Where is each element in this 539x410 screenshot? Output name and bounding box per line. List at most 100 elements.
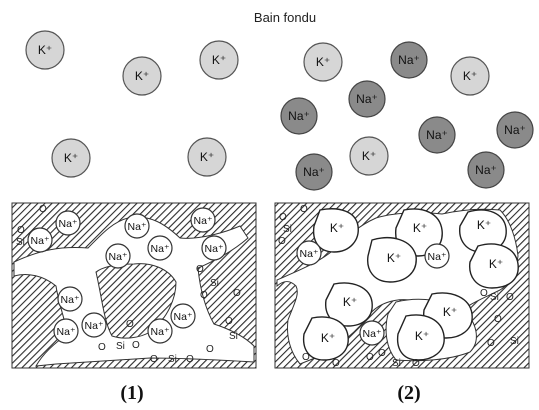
- na-ion: Na⁺: [27, 227, 53, 253]
- ion-label: Na⁺: [61, 294, 80, 306]
- silicon-label: Si: [229, 331, 238, 342]
- k-ion: K⁺: [187, 137, 227, 177]
- na-ion: Na⁺: [295, 153, 333, 191]
- na-ion: Na⁺: [496, 111, 534, 149]
- ion-label: Na⁺: [398, 53, 420, 67]
- ion-label: Na⁺: [174, 311, 193, 323]
- ion-label: K⁺: [415, 329, 429, 343]
- oxygen-label: O: [487, 338, 495, 349]
- k-ion: K⁺: [51, 138, 91, 178]
- ion-label: K⁺: [200, 150, 214, 164]
- k-ion: K⁺: [349, 136, 389, 176]
- oxygen-label: O: [378, 348, 386, 359]
- oxygen-label: O: [17, 225, 25, 236]
- silicon-label: Si: [510, 336, 519, 347]
- k-ion: K⁺: [469, 243, 519, 289]
- silicon-label: Si: [392, 358, 401, 369]
- ion-label: K⁺: [477, 218, 491, 232]
- ion-label: Na⁺: [194, 215, 213, 227]
- oxygen-label: O: [506, 292, 514, 303]
- oxygen-label: O: [150, 354, 158, 365]
- caption-2: (2): [397, 382, 420, 404]
- ion-label: K⁺: [362, 149, 376, 163]
- ion-label: K⁺: [38, 43, 52, 57]
- ion-label: Na⁺: [85, 320, 104, 332]
- ion-label: K⁺: [330, 221, 344, 235]
- ion-label: K⁺: [135, 69, 149, 83]
- k-ion: K⁺: [25, 30, 65, 70]
- oxygen-label: O: [196, 264, 204, 275]
- caption-1: (1): [120, 382, 143, 404]
- na-ion: Na⁺: [348, 80, 386, 118]
- na-ion: Na⁺: [424, 243, 450, 269]
- k-ion: K⁺: [302, 316, 349, 361]
- ion-label: K⁺: [316, 55, 330, 69]
- ion-label: Na⁺: [504, 123, 526, 137]
- silicon-label: Si: [168, 354, 177, 365]
- title: Bain fondu: [254, 10, 316, 25]
- glass-panel-2: K⁺ K⁺ K⁺ K⁺ K⁺ K⁺ K⁺ K⁺: [274, 202, 530, 369]
- silicon-label: Si: [210, 278, 219, 289]
- k-ion: K⁺: [303, 42, 343, 82]
- na-ion: Na⁺: [124, 213, 150, 239]
- na-ion: Na⁺: [170, 303, 196, 329]
- ion-label: K⁺: [212, 53, 226, 67]
- ion-label: Na⁺: [57, 326, 76, 338]
- melt-ions-left: K⁺ K⁺ K⁺ K⁺ K⁺: [25, 30, 239, 178]
- glass-panel-1: Na⁺ Na⁺ Na⁺ Na⁺ Na⁺ Na⁺ Na⁺ Na⁺ Na⁺ Na⁺ …: [11, 202, 257, 369]
- oxygen-silicon-labels: O O Si O Si O O O Si O O Si O O Si O O: [16, 204, 241, 365]
- ion-label: Na⁺: [303, 165, 325, 179]
- k-ion: K⁺: [312, 208, 359, 253]
- na-ion: Na⁺: [390, 41, 428, 79]
- na-ion: Na⁺: [57, 286, 83, 312]
- ion-label: Na⁺: [31, 235, 50, 247]
- oxygen-label: O: [366, 352, 374, 363]
- ion-label: Na⁺: [151, 243, 170, 255]
- oxygen-label: O: [332, 358, 340, 369]
- ion-label: Na⁺: [426, 128, 448, 142]
- oxygen-label: O: [480, 288, 488, 299]
- na-ion: Na⁺: [201, 235, 227, 261]
- k-ion: K⁺: [396, 314, 445, 361]
- ion-label: Na⁺: [128, 221, 147, 233]
- na-ion: Na⁺: [147, 235, 173, 261]
- k-ion: K⁺: [450, 56, 490, 96]
- ion-label: Na⁺: [59, 218, 78, 230]
- na-ion: Na⁺: [55, 210, 81, 236]
- ion-label: K⁺: [463, 69, 477, 83]
- silicon-label: Si: [490, 292, 499, 303]
- ion-label: Na⁺: [475, 163, 497, 177]
- oxygen-label: O: [278, 236, 286, 247]
- k-ion: K⁺: [122, 56, 162, 96]
- oxygen-label: O: [302, 352, 310, 363]
- na-ion: Na⁺: [147, 318, 173, 344]
- k-ion: K⁺: [199, 40, 239, 80]
- na-ion: Na⁺: [81, 312, 107, 338]
- oxygen-label: O: [233, 288, 241, 299]
- na-ion: Na⁺: [190, 207, 216, 233]
- silicon-label: Si: [283, 224, 292, 235]
- na-ion: Na⁺: [105, 243, 131, 269]
- melt-ions-right: K⁺ Na⁺ K⁺ Na⁺ Na⁺ Na⁺ Na⁺ K⁺: [280, 41, 534, 191]
- oxygen-label: O: [132, 340, 140, 351]
- ion-label: K⁺: [64, 151, 78, 165]
- ion-label: Na⁺: [300, 248, 319, 260]
- oxygen-label: O: [126, 319, 134, 330]
- oxygen-label: O: [39, 204, 47, 215]
- oxygen-label: O: [186, 354, 194, 365]
- oxygen-label: O: [494, 314, 502, 325]
- ion-label: Na⁺: [428, 251, 447, 263]
- na-ion: Na⁺: [296, 240, 322, 266]
- na-ion: Na⁺: [359, 320, 385, 346]
- oxygen-label: O: [200, 290, 208, 301]
- ion-label: Na⁺: [109, 251, 128, 263]
- ion-label: Na⁺: [363, 328, 382, 340]
- ion-label: K⁺: [387, 251, 401, 265]
- ion-label: K⁺: [321, 331, 335, 345]
- na-ion: Na⁺: [280, 97, 318, 135]
- oxygen-label: O: [225, 316, 233, 327]
- oxygen-silicon-labels: O O Si O O Si O O O Si O O Si O O O: [278, 204, 519, 369]
- ion-label: Na⁺: [205, 243, 224, 255]
- k-ion: K⁺: [367, 237, 417, 283]
- na-ion: Na⁺: [467, 151, 505, 189]
